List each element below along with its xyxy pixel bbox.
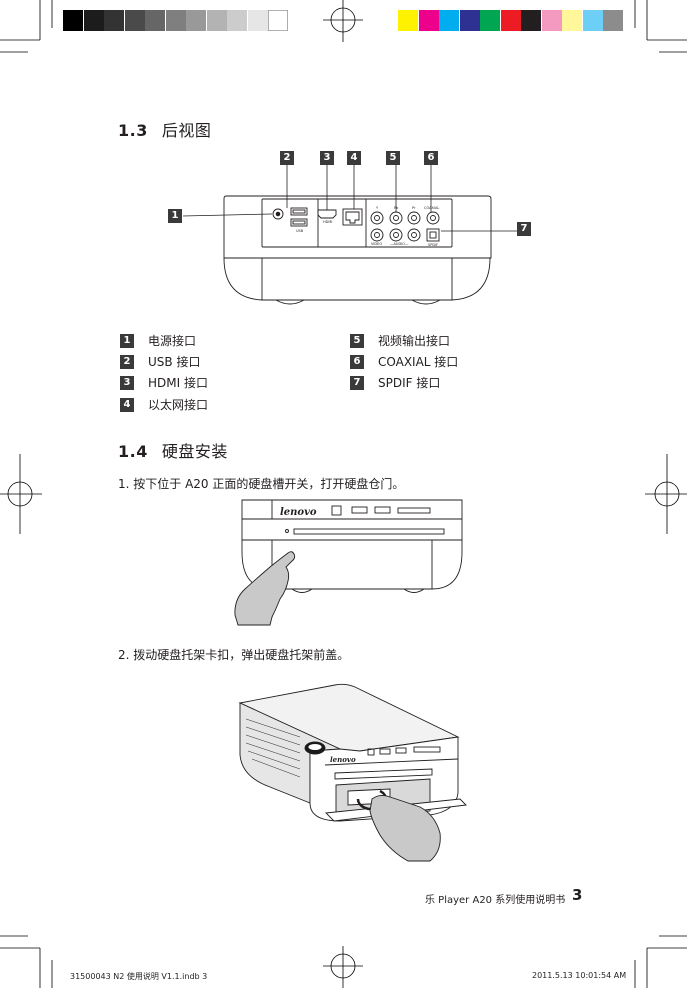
callout-2: 2	[280, 151, 294, 165]
section-title: 后视图	[161, 121, 212, 140]
section-title: 硬盘安装	[161, 442, 228, 461]
port-label-coaxial: COAXIAL	[424, 206, 439, 210]
callout-5: 5	[386, 151, 400, 165]
callout-3: 3	[320, 151, 334, 165]
legend-badge: 6	[350, 355, 364, 369]
color-bar-swatch	[582, 10, 603, 31]
front-view-illustration: lenovo	[234, 499, 463, 626]
slug-file-info: 31500043 N2 使用说明 V1.1.indb 3	[70, 972, 208, 981]
color-bar-swatch	[562, 10, 582, 31]
legend-badge: 2	[120, 355, 134, 369]
legend-item-2: 2 USB 接口	[120, 355, 320, 369]
legend-item-1: 1 电源接口	[120, 334, 320, 348]
port-label-y: Y	[376, 206, 379, 210]
legend-badge: 3	[120, 376, 134, 390]
legend-item-6: 6 COAXIAL 接口	[350, 355, 550, 369]
footer-doc-title: 乐 Player A20 系列使用说明书	[425, 895, 566, 906]
gray-bar-swatch	[227, 10, 247, 31]
gray-bar-swatch	[186, 10, 206, 31]
legend-badge: 4	[120, 398, 134, 412]
rear-view-illustration: HDMI USB COAXIAL SPDIF Y Pb Pr VIDEO —AU…	[182, 165, 517, 305]
port-label-hdmi: HDMI	[323, 220, 332, 224]
legend-label: 电源接口	[148, 334, 197, 348]
callout-1: 1	[168, 209, 182, 223]
page-number: 3	[572, 886, 583, 904]
color-bar-swatch	[480, 10, 500, 31]
slug-timestamp: 2011.5.13 10:01:54 AM	[532, 971, 627, 980]
callout-4: 4	[347, 151, 361, 165]
step-2-text: 2. 拨动硬盘托架卡扣，弹出硬盘托架前盖。	[118, 648, 350, 662]
legend-label: 视频输出接口	[378, 334, 451, 348]
legend-badge: 5	[350, 334, 364, 348]
legend-label: 以太网接口	[148, 398, 209, 412]
legend-badge: 1	[120, 334, 134, 348]
gray-bar-swatch	[206, 10, 227, 31]
color-bar-swatch	[439, 10, 459, 31]
port-label-pb: Pb	[394, 206, 399, 210]
callout-6: 6	[424, 151, 438, 165]
color-bar-swatch	[459, 10, 480, 31]
step-1-text: 1. 按下位于 A20 正面的硬盘槽开关，打开硬盘仓门。	[118, 477, 405, 491]
legend-label: SPDIF 接口	[378, 376, 441, 390]
gray-bar-swatch	[145, 10, 165, 31]
legend-label: COAXIAL 接口	[378, 355, 459, 369]
legend-badge: 7	[350, 376, 364, 390]
gray-bar-swatch	[63, 10, 83, 31]
gray-bar-swatch	[83, 10, 104, 31]
port-label-pr: Pr	[412, 206, 416, 210]
legend-item-3: 3 HDMI 接口	[120, 376, 320, 390]
legend-item-4: 4 以太网接口	[120, 398, 320, 412]
hand-slide-icon	[369, 794, 441, 862]
port-label-audio: —AUDIO—	[390, 242, 409, 246]
brand-logo-small: lenovo	[330, 755, 356, 764]
section-heading-1-3: 1.3 后视图	[118, 117, 211, 141]
color-bar-swatch	[418, 10, 439, 31]
port-label-spdif: SPDIF	[428, 243, 438, 247]
legend-label: HDMI 接口	[148, 376, 208, 390]
port-label-video: VIDEO	[371, 242, 382, 246]
hand-press-icon	[234, 551, 296, 626]
section-number: 1.3	[118, 121, 148, 140]
gray-bar-swatch	[104, 10, 124, 31]
brand-logo: lenovo	[280, 507, 317, 518]
tray-eject-illustration: lenovo	[238, 683, 467, 862]
gray-bar-swatch	[247, 10, 268, 31]
section-heading-1-4: 1.4 硬盘安装	[118, 438, 228, 462]
color-bar-swatch	[603, 10, 623, 31]
port-label-usb: USB	[296, 229, 304, 233]
legend-label: USB 接口	[148, 355, 201, 369]
color-bar-swatch	[398, 10, 418, 31]
section-number: 1.4	[118, 442, 148, 461]
legend-item-7: 7 SPDIF 接口	[350, 376, 550, 390]
gray-bar-swatch	[165, 10, 186, 31]
gray-bar-swatch	[124, 10, 145, 31]
color-bar-swatch	[500, 10, 521, 31]
color-bar-swatch	[541, 10, 562, 31]
color-bar-swatch	[521, 10, 541, 31]
legend-item-5: 5 视频输出接口	[350, 334, 550, 348]
callout-7: 7	[517, 222, 531, 236]
gray-bar-swatch	[268, 10, 288, 31]
